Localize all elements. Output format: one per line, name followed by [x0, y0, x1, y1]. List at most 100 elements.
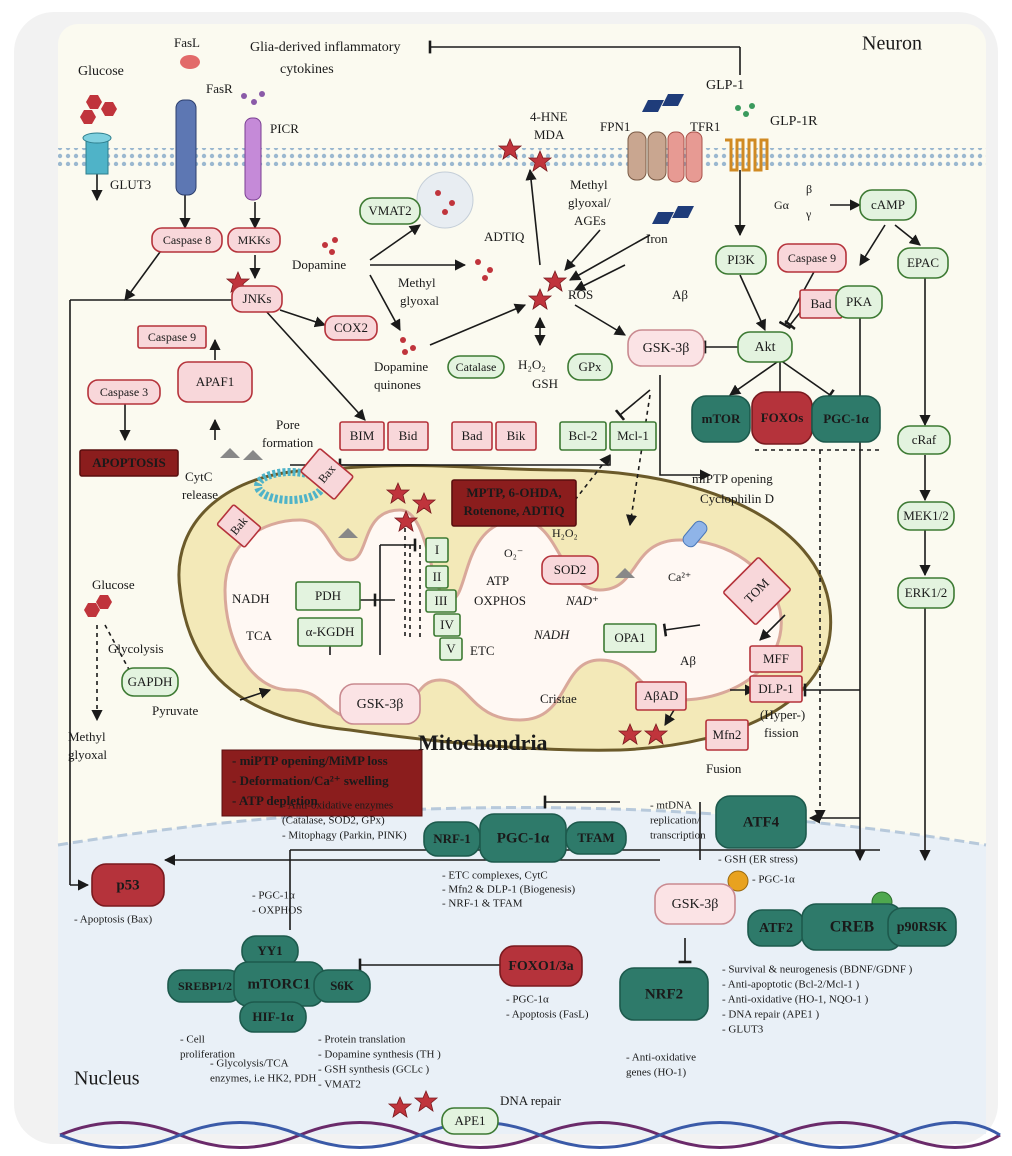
- mito-effects-list: - miPTP opening/MiMP loss- Deformation/C…: [221, 749, 423, 817]
- gsk-nuc-node: GSK-3β: [654, 883, 736, 925]
- mito-cristae: Cristae: [540, 691, 577, 706]
- cyto-g_alpha: Gα: [774, 198, 790, 212]
- mff-node: MFF: [749, 645, 803, 673]
- nucleus-pgc_effects-item: - Mfn2 & DLP-1 (Biogenesis): [442, 884, 576, 896]
- hif-node: HIF-1α: [239, 1001, 307, 1033]
- pka-label: PKA: [846, 294, 873, 309]
- creb-node: CREB: [801, 903, 903, 951]
- cyto-gsh: GSH: [532, 376, 558, 391]
- nucleus-creb_effects-item: - DNA repair (APE1 ): [722, 1009, 819, 1021]
- nucleus-pgc_effects-item: - ETC complexes, CytC: [442, 870, 548, 882]
- bak-node: Bak: [216, 504, 262, 548]
- akgdh-label: α-KGDH: [306, 624, 355, 639]
- tfam-label: TFAM: [577, 830, 614, 845]
- nrf1-node: NRF-1: [423, 821, 481, 857]
- bik-node: Bik: [495, 421, 537, 451]
- nucleus-s6k_effects-item: - Protein translation: [318, 1034, 406, 1046]
- mtorc1-label: mTORC1: [247, 976, 310, 992]
- nucleus-s6k_effects-item: - VMAT2: [318, 1079, 361, 1091]
- craf-label: cRaf: [912, 432, 937, 447]
- cyto-mg_ages2: glyoxal/: [568, 195, 611, 210]
- apoptosis-node: APOPTOSIS: [79, 449, 179, 477]
- nucleus-foxo_effects-item: - Apoptosis (FasL): [506, 1009, 589, 1021]
- s6k-node: S6K: [313, 969, 371, 1003]
- p53-node: p53: [91, 863, 165, 907]
- bim-node: BIM: [339, 421, 385, 451]
- top-fasr: FasR: [206, 81, 233, 96]
- cyto-abeta_top: Aβ: [672, 287, 688, 302]
- bad-right-label: Bad: [811, 296, 832, 311]
- p53-label: p53: [116, 877, 139, 893]
- bcl2-label: Bcl-2: [569, 428, 598, 443]
- erk-label: ERK1/2: [905, 585, 948, 600]
- region_labels-mitochondria: Mitochondria: [418, 730, 548, 755]
- mito-nadh_left: NADH: [232, 591, 270, 606]
- nucleus-creb_effects-item: - Survival & neurogenesis (BDNF/GDNF ): [722, 964, 913, 976]
- c1-label: I: [435, 542, 439, 557]
- c5-label: V: [446, 641, 456, 656]
- cyto-pyruvate: Pyruvate: [152, 703, 198, 718]
- p90rsk-label: p90RSK: [897, 920, 948, 935]
- akt-node: Akt: [737, 331, 793, 363]
- pdh-label: PDH: [315, 588, 341, 603]
- bax-node: Bax: [300, 448, 354, 500]
- mito-etc: ETC: [470, 643, 495, 658]
- cox2-label: COX2: [334, 320, 368, 335]
- atf4-label: ATF4: [743, 814, 780, 830]
- cyto-gamma: γ: [805, 207, 812, 221]
- cyto-pore2: formation: [262, 435, 314, 450]
- pgc-top-label: PGC-1α: [823, 411, 869, 426]
- srebp-label: SREBP1/2: [178, 979, 232, 993]
- pathway-labels: NeuronMitochondriaNucleusGlucoseGLUT3Fas…: [68, 33, 922, 1108]
- nucleus-s6k_effects-item: - GSH synthesis (GCLc ): [318, 1064, 430, 1076]
- creb-label: CREB: [830, 919, 875, 936]
- mtor-node: mTOR: [691, 395, 751, 443]
- abad-node: AβAD: [635, 681, 687, 711]
- gsk-top-label: GSK-3β: [643, 341, 690, 356]
- top-glut3: GLUT3: [110, 177, 151, 192]
- sod2-label: SOD2: [554, 562, 587, 577]
- cyto-glycolysis: Glycolysis: [108, 641, 164, 656]
- gsk-mito-node: GSK-3β: [339, 683, 421, 725]
- atf2-node: ATF2: [747, 909, 805, 947]
- mito-tca: TCA: [246, 628, 273, 643]
- pgc-node: PGC-1α: [479, 813, 567, 863]
- pi3k-node: PI3K: [715, 245, 767, 275]
- vmat2-node: VMAT2: [359, 197, 421, 225]
- mkks-label: MKKs: [238, 233, 271, 247]
- c4-node: IV: [433, 613, 461, 637]
- nucleus-foxo_effects-list: - PGC-1α- Apoptosis (FasL): [506, 994, 589, 1021]
- mek-label: MEK1/2: [903, 508, 949, 523]
- mito-hyper1: (Hyper-): [760, 707, 805, 722]
- pdh-node: PDH: [295, 581, 361, 611]
- gapdh-label: GAPDH: [128, 674, 173, 689]
- c5-node: V: [439, 637, 463, 661]
- region_labels-neuron: Neuron: [862, 33, 922, 55]
- top-tfr1: TFR1: [690, 119, 720, 134]
- caspase8-label: Caspase 8: [163, 233, 211, 247]
- mito-atp: ATP: [486, 573, 509, 588]
- dlp1-node: DLP-1: [749, 675, 803, 703]
- top-glucose: Glucose: [78, 64, 124, 79]
- caspase3-label: Caspase 3: [100, 385, 148, 399]
- cyto-mg_left1: Methyl: [68, 729, 106, 744]
- gpx-node: GPx: [567, 353, 613, 381]
- nuclear-envelope: [57, 806, 987, 847]
- bim-label: BIM: [350, 428, 375, 443]
- c4-label: IV: [440, 617, 454, 632]
- mito-oxphos: OXPHOS: [474, 593, 526, 608]
- mptp-line2: Rotenone, ADTIQ: [463, 503, 564, 518]
- bid-label: Bid: [399, 428, 418, 443]
- camp-label: cAMP: [871, 197, 905, 212]
- nucleus-glyco-item: - Glycolysis/TCA: [210, 1058, 289, 1070]
- cyto-miptp: miPTP opening: [692, 471, 773, 486]
- tfam-node: TFAM: [565, 821, 627, 855]
- c2-node: II: [425, 565, 449, 589]
- caspase8-node: Caspase 8: [151, 227, 223, 253]
- ape1-label: APE1: [454, 1113, 485, 1128]
- c2-label: II: [433, 569, 442, 584]
